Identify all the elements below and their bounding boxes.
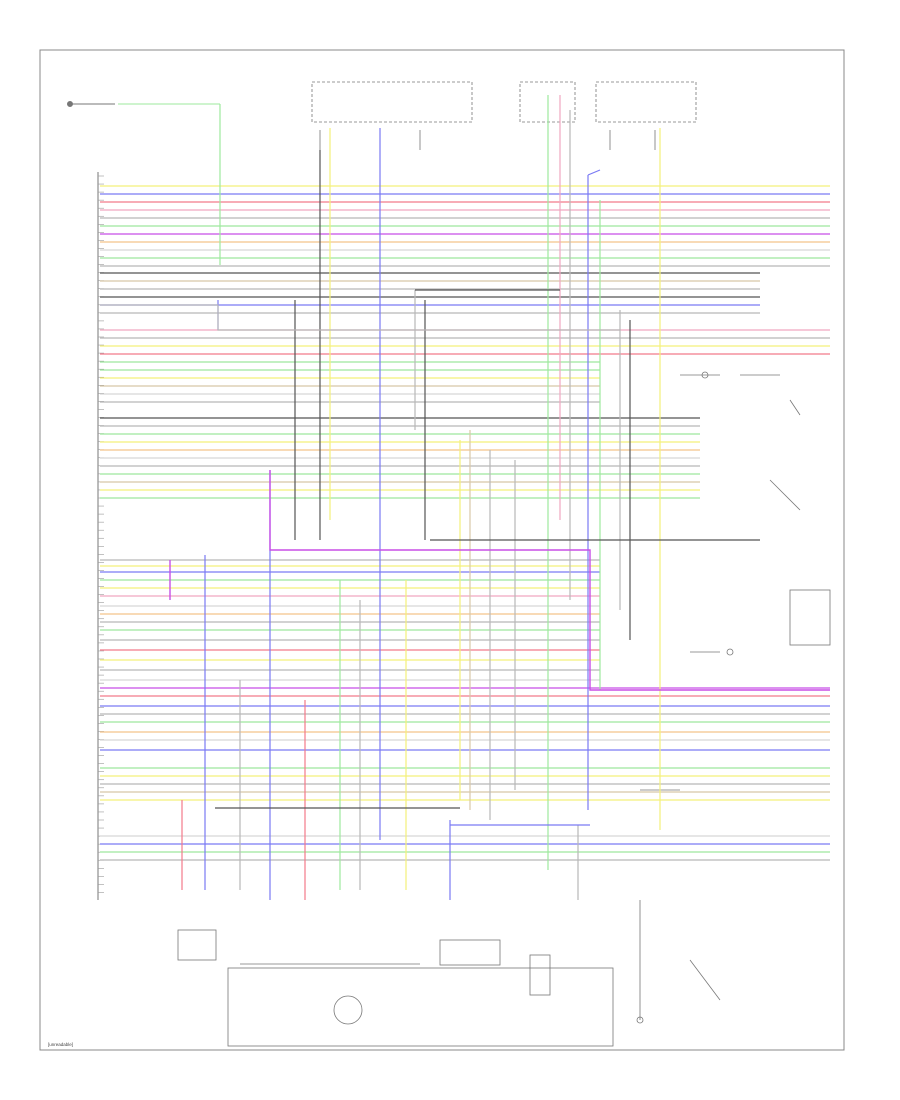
ignition-switch-symbol xyxy=(67,101,220,107)
wire xyxy=(269,470,830,691)
ecm-connector-pins xyxy=(98,175,104,893)
wire xyxy=(100,304,620,331)
top-connectors xyxy=(311,81,697,150)
right-components xyxy=(640,371,831,791)
diagram-code: [unreadable] xyxy=(48,1042,73,1047)
wire xyxy=(587,169,601,176)
diagram-frame xyxy=(39,49,845,1051)
bottom-components xyxy=(177,900,721,1047)
wire-harness xyxy=(100,95,830,900)
